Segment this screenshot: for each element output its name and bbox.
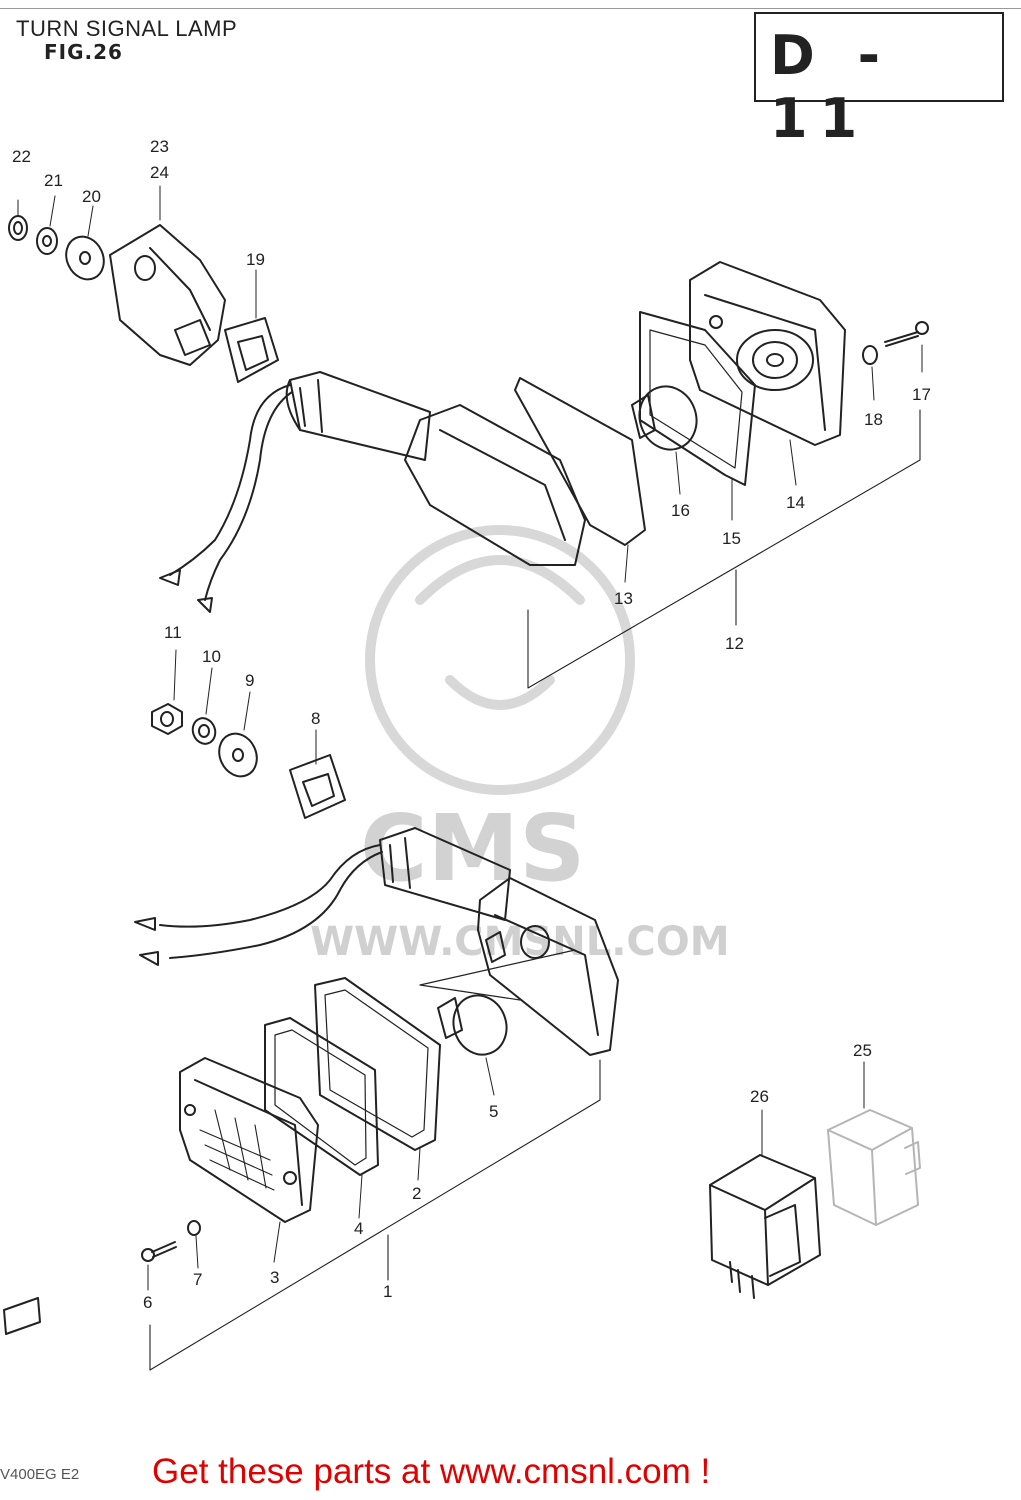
callout-6: 6 [143,1293,152,1312]
relay-26 [709,1154,821,1299]
corner-fragment [3,1297,41,1335]
lens-14 [689,261,846,446]
bulb-5 [437,994,508,1056]
callout-17: 17 [912,385,931,404]
gasket-2 [314,977,441,1151]
gasket-4 [264,1017,379,1176]
gasket-2-inner [324,989,429,1138]
assembly-bracket-12 [527,409,921,689]
lock-washer-10 [191,717,217,745]
callout-7: 7 [193,1270,202,1289]
callout-23: 23 [150,137,169,156]
callout-13: 13 [614,589,633,608]
nut-18 [862,345,878,365]
screw-17 [884,321,929,347]
callout-10: 10 [202,647,221,666]
callout-20: 20 [82,187,101,206]
diagram-title: TURN SIGNAL LAMP [16,16,238,41]
section-code: D - 11 [770,24,893,150]
callout-8: 8 [311,709,320,728]
callout-9: 9 [245,671,254,690]
callout-15: 15 [722,529,741,548]
lower-wire-harness [134,844,383,966]
grommet-8 [289,754,346,819]
callout-12: 12 [725,634,744,653]
gasket-13 [514,377,646,546]
upper-lamp-stem [285,371,431,461]
figure-number: FIG.26 [44,40,123,64]
callout-14: 14 [786,493,805,512]
callout-3: 3 [270,1268,279,1287]
leader-lines [17,185,923,1291]
callout-1: 1 [383,1282,392,1301]
lens-3 [179,1057,319,1223]
bulb-16 [631,385,698,451]
upper-wire-harness [159,384,293,613]
washer-20 [65,235,105,281]
callout-26: 26 [750,1087,769,1106]
screw-6 [141,1241,177,1262]
callout-22: 22 [12,147,31,166]
model-code: V400EG E2 [0,1466,80,1483]
top-rule [0,8,1021,9]
gasket-15-inner [649,329,743,469]
callout-11: 11 [164,623,182,642]
callout-5: 5 [489,1102,498,1121]
grommet-19 [224,317,279,383]
nut-11 [151,703,183,735]
callout-21: 21 [44,171,63,190]
callout-16: 16 [671,501,690,520]
bracket-23-24 [109,224,226,366]
callout-19: 19 [246,250,265,269]
lower-lamp-housing [477,877,619,1056]
bulb-pointer-lines [419,949,576,1001]
callout-18: 18 [864,410,883,429]
gasket-4-inner [274,1029,367,1166]
callout-25: 25 [853,1041,872,1060]
watermark-logo: CMS [360,795,585,902]
washer-21 [36,227,58,255]
callout-24: 24 [150,163,169,182]
upper-lamp-housing [404,404,586,566]
nut-7 [187,1220,201,1236]
callout-2: 2 [412,1184,421,1203]
lower-lamp-stem [379,827,511,921]
nut-22 [8,215,28,241]
section-code-box [754,12,1004,102]
relay-25 [827,1109,921,1226]
washer-9 [218,732,258,778]
gasket-15 [639,311,756,486]
assembly-bracket-1 [149,1059,601,1371]
callout-4: 4 [354,1219,363,1238]
cms-watermark [365,525,635,795]
parts-link-banner[interactable]: Get these parts at www.cmsnl.com ! [152,1452,711,1491]
